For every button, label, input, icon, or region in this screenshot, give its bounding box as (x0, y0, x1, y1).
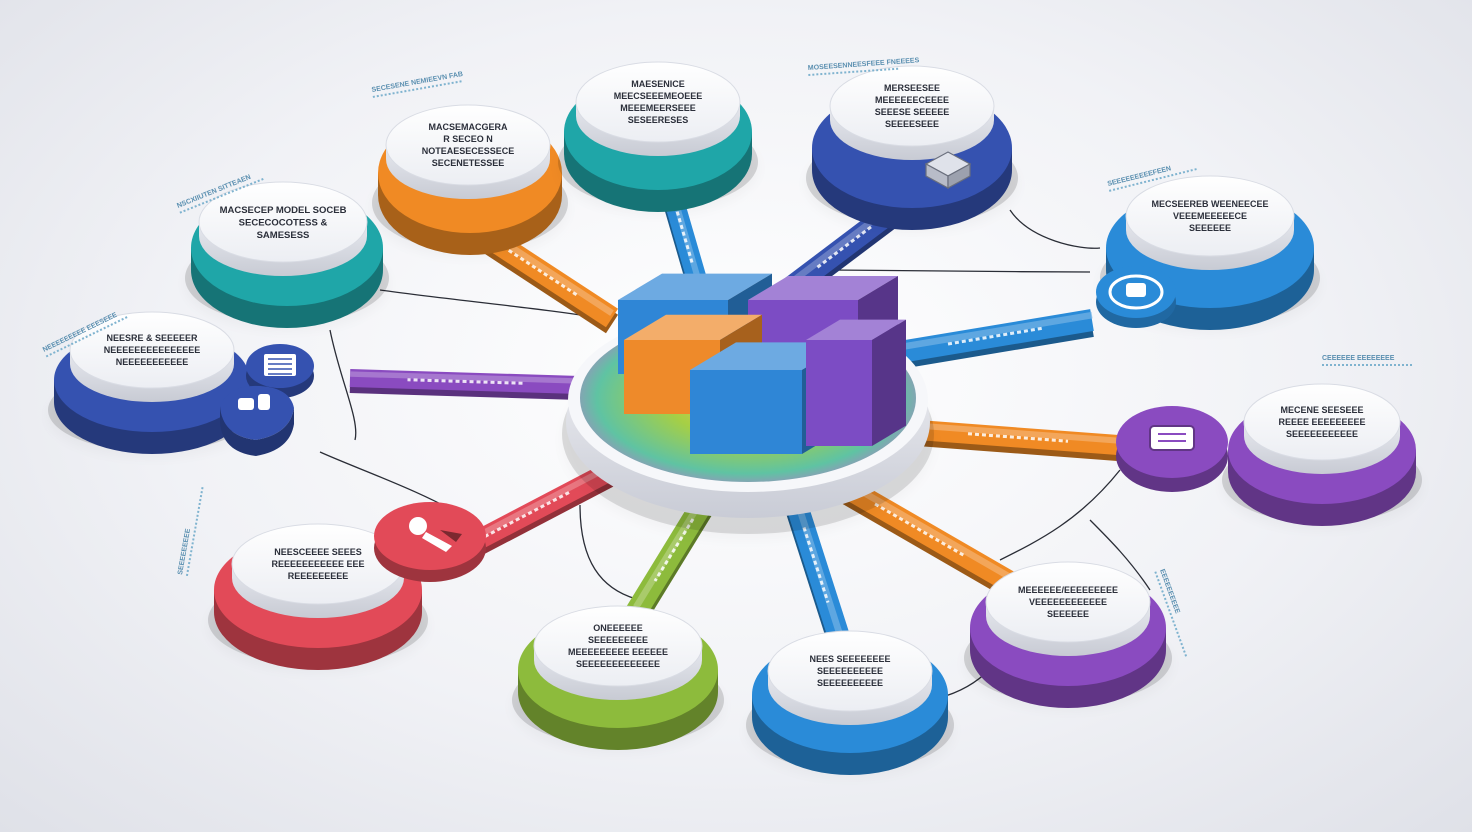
arm-marking-orange-top (504, 246, 578, 297)
node-label-line: SEEEEEEEEEEE (1286, 429, 1358, 439)
arm-marking-teal-top (674, 207, 694, 263)
node-cap (767, 630, 933, 712)
hub-block-purple-front (806, 319, 906, 446)
node-label-line: SEEEEEEEEEE (817, 666, 883, 676)
node-label-line: SAMESESS (257, 230, 310, 241)
central-hub (562, 273, 934, 534)
arm-marking-purple-right (967, 432, 1069, 443)
node-label-line: REEEE EEEEEEEEE (1278, 417, 1365, 427)
arm-navy-left (349, 369, 581, 400)
caption-marks (179, 177, 264, 214)
node-purple-right: MECENE SEESEEE REEEE EEEEEEEEE SEEEEEEEEEE… (1116, 355, 1422, 526)
node-label-line: NEESCEEEE SEEES (274, 547, 362, 557)
connector-wire-1 (329, 329, 357, 441)
caption-marks (808, 67, 899, 76)
node-label-line: NEES SEEEEEEEE (809, 654, 890, 664)
caption-marks (45, 316, 128, 358)
node-label-line: SEEEEEEEEE (588, 635, 648, 645)
node-label-line: MEEEEEEEEE EEEEEE (568, 647, 668, 657)
node-label-line: MECSEEREB WEENEECEE (1151, 199, 1268, 209)
node-label-line: MERSEESEE (884, 83, 940, 93)
node-label-line: MACSEMACGERA (428, 122, 508, 132)
node-teal-top: MAESENICE MEECSEEEMEOEEE MEEEMEERSEEE SESEE… (558, 61, 758, 212)
arm-purple-right (917, 420, 1119, 461)
node-label-line: VEEEMEEEEECE (1173, 211, 1247, 221)
node-green-bottom: ONEEEEEE SEEEEEEEEE MEEEEEEEEE EEEEEE SEEEE… (512, 605, 724, 750)
document-icon (220, 344, 314, 456)
node-label-line: NEESRE & SEEEEER (106, 333, 198, 343)
node-label-line: SEEEEEEEEEEEEE (576, 659, 660, 669)
node-label-line: NEEEEEEEEEEE (116, 357, 189, 367)
node-label-line: VEEEEEEEEEEEE (1029, 597, 1107, 607)
node-orange-top: MACSEMACGERA R SECEO N NOTEAESECESSECE SECE… (371, 71, 568, 255)
node-cap (198, 181, 368, 263)
node-label-line: MEEEEEE/EEEEEEEEE (1018, 585, 1118, 595)
node-caption: CEEEEEE EEEEEEEE (1322, 355, 1395, 362)
node-label-line: SEEEESEEE (885, 119, 939, 129)
node-label-line: SESEERESES (628, 115, 689, 125)
arm-marking-green-bottom (653, 518, 695, 582)
node-label-line: MEEEEEECEEEE (875, 95, 949, 105)
node-label-line: MEEEMEERSEEE (620, 103, 696, 113)
node-label-line: SEEESE SEEEEE (875, 107, 950, 117)
node-label-line: MECENE SEESEEE (1280, 405, 1363, 415)
caption-marks (1108, 168, 1197, 192)
node-cap (69, 311, 235, 389)
node-label-line: NOTEAESECESSECE (422, 146, 515, 156)
arm-marking-blue-right (947, 326, 1045, 346)
arm-marking-navy-top-right (816, 224, 874, 269)
node-label-line: MAESENICE (631, 79, 685, 89)
node-label-line: SEEEEEE (1189, 223, 1231, 233)
connector-wire-7 (1089, 519, 1151, 591)
server-icon (924, 151, 972, 190)
arm-marking-blue-bottom (802, 527, 830, 603)
node-navy-top-right: MERSEESEE MEEEEEECEEEE SEEESE SEEEEE SEEEES… (806, 57, 1018, 230)
connector-wire-6 (999, 469, 1121, 561)
node-label-line: SEEEEEEEEEE (817, 678, 883, 688)
node-label-line: MACSECEP MODEL SOCEB (220, 205, 347, 216)
arm-blue-right (898, 309, 1094, 369)
node-cap (1125, 175, 1295, 257)
node-label-line: R SECEO N (443, 134, 493, 144)
caption-marks (1154, 571, 1188, 657)
tools-icon (374, 502, 486, 582)
node-navy-left: NEESRE & SEEEEER NEEEEEEEEEEEEEEE NEEEEEEE… (42, 311, 314, 456)
node-cap (533, 605, 703, 687)
cloud-icon (1116, 406, 1228, 492)
node-label-line: MEECSEEEMEOEEE (614, 91, 703, 101)
node-label-line: REEEEEEEEEEE EEE (271, 559, 364, 569)
node-caption: SECESENE NEMIEEVN FAB (371, 71, 463, 94)
node-blue-right: MECSEEREB WEENEECEEVEEEMEEEEECESEEEEEESE… (1096, 165, 1320, 330)
node-blue-bottom: NEES SEEEEEEEE SEEEEEEEEEE SEEEEEEEEEE (746, 630, 954, 775)
node-label-line: SEEEEEE (1047, 609, 1089, 619)
node-cap (385, 104, 551, 186)
node-label-line: SECENETESSEE (432, 158, 505, 168)
node-cap (575, 61, 741, 143)
node-caption: SEEEEEEEEE (177, 528, 192, 576)
caption-marks (372, 80, 462, 98)
node-label-line: ONEEEEEE (593, 623, 643, 633)
node-label-line: SECECOCOTESS & (239, 217, 328, 228)
arm-marking-navy-left (407, 378, 523, 385)
connector-wire-4 (1009, 209, 1101, 249)
arm-marking-red-left (482, 491, 570, 539)
connector-wire-5 (829, 269, 1091, 273)
network-icon (1096, 266, 1176, 328)
node-cap (985, 561, 1151, 643)
arm-marking-purple-bottom-right (874, 502, 966, 558)
node-cap (829, 65, 995, 147)
node-label-line: REEEEEEEEE (288, 571, 349, 581)
caption-marks (185, 487, 204, 577)
node-cap (1243, 383, 1401, 461)
connector-wire-3 (579, 504, 641, 601)
node-red-left: NEESCEEEE SEEES REEEEEEEEEEE EEE REEEEEEEE… (177, 487, 486, 670)
node-label-line: NEEEEEEEEEEEEEEE (104, 345, 201, 355)
